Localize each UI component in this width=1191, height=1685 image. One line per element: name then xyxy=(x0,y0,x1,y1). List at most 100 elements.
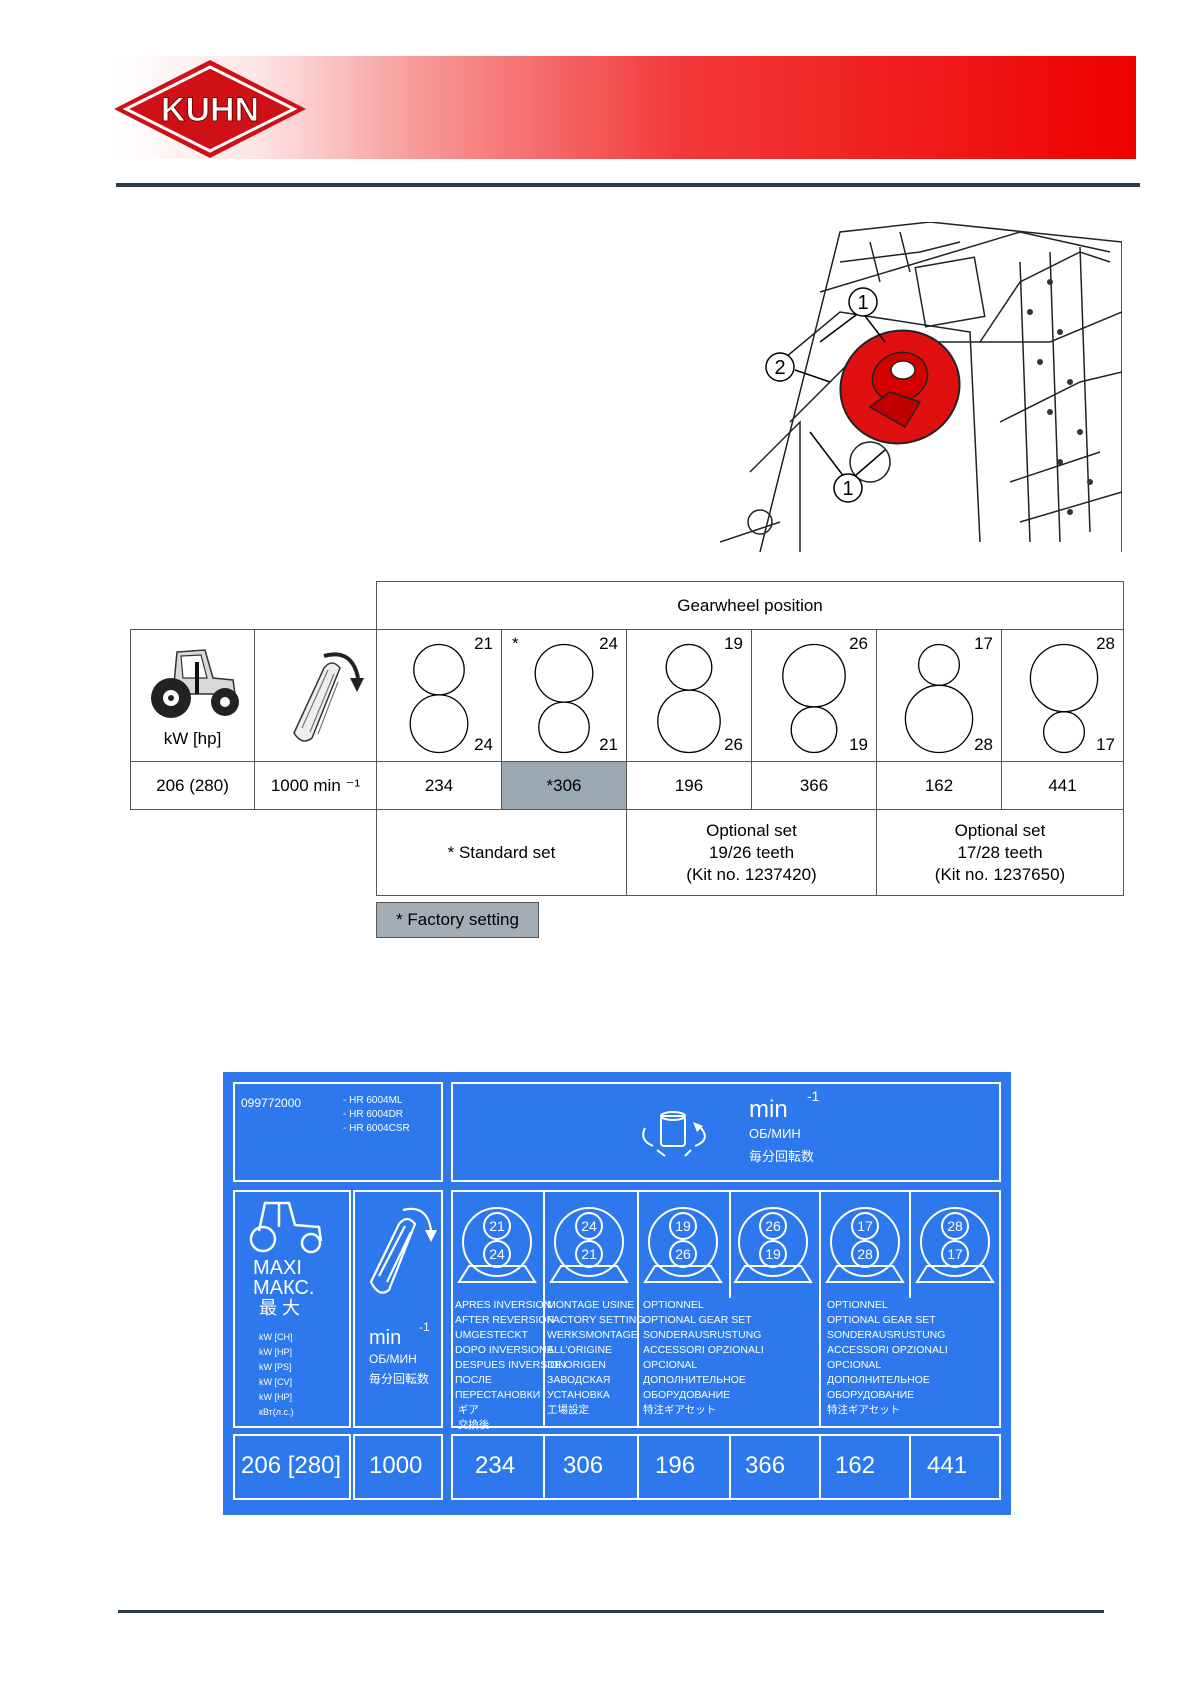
tractor-icon xyxy=(150,649,239,718)
decal-gear-icon: 24 21 xyxy=(549,1207,629,1283)
gear-top-teeth: 24 xyxy=(599,634,618,653)
decal-value-6: 441 xyxy=(927,1452,968,1479)
gear-bottom-teeth: 17 xyxy=(1096,735,1115,754)
gear-pair-drawing xyxy=(904,643,974,754)
decal-power-unit-5: kW [HP] xyxy=(259,1392,292,1402)
svg-text:1: 1 xyxy=(857,292,868,314)
gear-position-6: 28 17 xyxy=(1001,629,1124,762)
decal-bsep-1 xyxy=(543,1434,545,1500)
decal-factory-setting-text: MONTAGE USINE FACTORY SETTING WERKSMONTA… xyxy=(547,1299,645,1416)
decal-maxi-jp: 最 大 xyxy=(259,1298,301,1318)
top-gear-circle xyxy=(917,643,961,686)
decal-gear-top-teeth: 24 xyxy=(581,1218,597,1234)
decal-pto-icon xyxy=(369,1207,437,1294)
gear-table: Gearwheel position kW [hp] 21 24 24 21 * 19… xyxy=(130,581,1124,896)
decal-model-2: - HR 6004DR xyxy=(343,1109,404,1120)
gearbox-illustration: 1 2 1 xyxy=(720,222,1122,553)
decal-power-unit-2: kW [HP] xyxy=(259,1347,292,1357)
decal-bsep-2 xyxy=(637,1434,639,1500)
decal-bsep-4 xyxy=(819,1434,821,1500)
decal-gear-top-teeth: 28 xyxy=(947,1218,963,1234)
decal-power-box xyxy=(233,1190,351,1428)
gear-top-teeth: 17 xyxy=(974,634,993,653)
gear-position-2: 24 21 * xyxy=(501,629,627,762)
decal-gear-top-teeth: 26 xyxy=(765,1218,781,1234)
top-gear-circle xyxy=(782,643,846,708)
callout-1-top xyxy=(848,287,878,317)
decal-bottom-box-1 xyxy=(233,1434,351,1500)
decal-value-pto: 1000 xyxy=(369,1452,423,1479)
gear-bottom-teeth: 26 xyxy=(724,735,743,754)
decal-speed-ru: ОБ/МИН xyxy=(749,1126,801,1141)
decal-gear-bottom-teeth: 24 xyxy=(489,1246,505,1262)
decal-gear-icon: 28 17 xyxy=(915,1207,995,1283)
gear-top-teeth: 26 xyxy=(849,634,868,653)
rotor-speed-2: *306 xyxy=(501,761,627,810)
speed-value: 1000 min ⁻¹ xyxy=(254,761,377,810)
decal-bottom-box-2 xyxy=(353,1434,443,1500)
decal-speed-box xyxy=(451,1082,1001,1182)
tractor-cell: kW [hp] xyxy=(130,629,255,762)
decal-gear-top-teeth: 19 xyxy=(675,1218,691,1234)
decal-power-unit-4: kW [CV] xyxy=(259,1377,292,1387)
decal-tractor-icon xyxy=(249,1201,323,1254)
decal-bottom-box-3 xyxy=(451,1434,1001,1500)
pto-cell xyxy=(254,629,377,762)
gear-bottom-teeth: 19 xyxy=(849,735,868,754)
rotor-speed-icon xyxy=(642,1111,706,1157)
decal-gear-box xyxy=(451,1190,1001,1428)
gear-top-teeth: 21 xyxy=(474,634,493,653)
gear-pair-drawing xyxy=(534,643,594,754)
decal-pto-box xyxy=(353,1190,443,1428)
decal-gear-bottom-teeth: 17 xyxy=(947,1246,963,1262)
factory-setting-label: * Factory setting xyxy=(376,902,539,938)
bottom-gear-circle xyxy=(538,701,590,754)
callout-1-bottom xyxy=(833,473,863,503)
optional-set-17-28-label: Optional set 17/28 teeth (Kit no. 123765… xyxy=(876,809,1124,896)
power-value: 206 (280) xyxy=(130,761,255,810)
decal-pto-speed-exp: -1 xyxy=(419,1320,430,1334)
decal-optional-19-26-text: OPTIONNEL OPTIONAL GEAR SET SONDERAUSRUS… xyxy=(643,1299,764,1416)
decal-model-1: - HR 6004ML xyxy=(343,1095,403,1106)
gear-pair-drawing xyxy=(409,643,469,754)
gear-bottom-teeth: 24 xyxy=(474,735,493,754)
pto-shaft-icon xyxy=(292,652,364,742)
decal-value-4: 366 xyxy=(745,1452,786,1479)
gear-position-4: 26 19 xyxy=(751,629,877,762)
decal-value-5: 162 xyxy=(835,1452,876,1479)
decal-model-3: - HR 6004CSR xyxy=(343,1123,410,1134)
decal-power-unit-6: кВт(л.с.) xyxy=(259,1407,294,1417)
decal-value-2: 306 xyxy=(563,1452,604,1479)
decal-sep-3 xyxy=(729,1190,731,1298)
decal-value-power: 206 [280] xyxy=(241,1452,342,1479)
kuhn-logo: KUHN xyxy=(114,60,306,158)
gear-position-1: 21 24 xyxy=(376,629,502,762)
gearwheel-position-header: Gearwheel position xyxy=(376,581,1124,630)
bottom-gear-circle xyxy=(790,706,838,754)
decal-speed-exp: -1 xyxy=(807,1088,820,1104)
gear-star-mark: * xyxy=(512,634,519,653)
gear-top-teeth: 28 xyxy=(1096,634,1115,653)
decal-sep-2 xyxy=(637,1190,639,1428)
decal-gear-icon: 21 24 xyxy=(457,1207,537,1283)
decal-gear-top-teeth: 21 xyxy=(489,1218,505,1234)
gear-pair-drawing xyxy=(657,643,721,754)
gear-bottom-teeth: 21 xyxy=(599,735,618,754)
decal-optional-17-28-text: OPTIONNEL OPTIONAL GEAR SET SONDERAUSRUS… xyxy=(827,1299,948,1416)
decal-part-box xyxy=(233,1082,443,1182)
decal-gear-bottom-teeth: 21 xyxy=(581,1246,597,1262)
top-gear-circle xyxy=(534,643,594,703)
optional-set-19-26-label: Optional set 19/26 teeth (Kit no. 123742… xyxy=(626,809,877,896)
rotor-speed-6: 441 xyxy=(1001,761,1124,810)
gear-pair-drawing xyxy=(1029,643,1099,754)
bottom-gear-circle xyxy=(904,684,974,754)
standard-set-label: * Standard set xyxy=(376,809,627,896)
top-gear-circle xyxy=(413,643,465,696)
rotor-speed-1: 234 xyxy=(376,761,502,810)
svg-text:2: 2 xyxy=(774,357,785,379)
decal-pto-speed-unit: min xyxy=(369,1327,402,1349)
bottom-gear-circle xyxy=(1042,711,1086,754)
decal-power-unit-3: kW [PS] xyxy=(259,1362,292,1372)
